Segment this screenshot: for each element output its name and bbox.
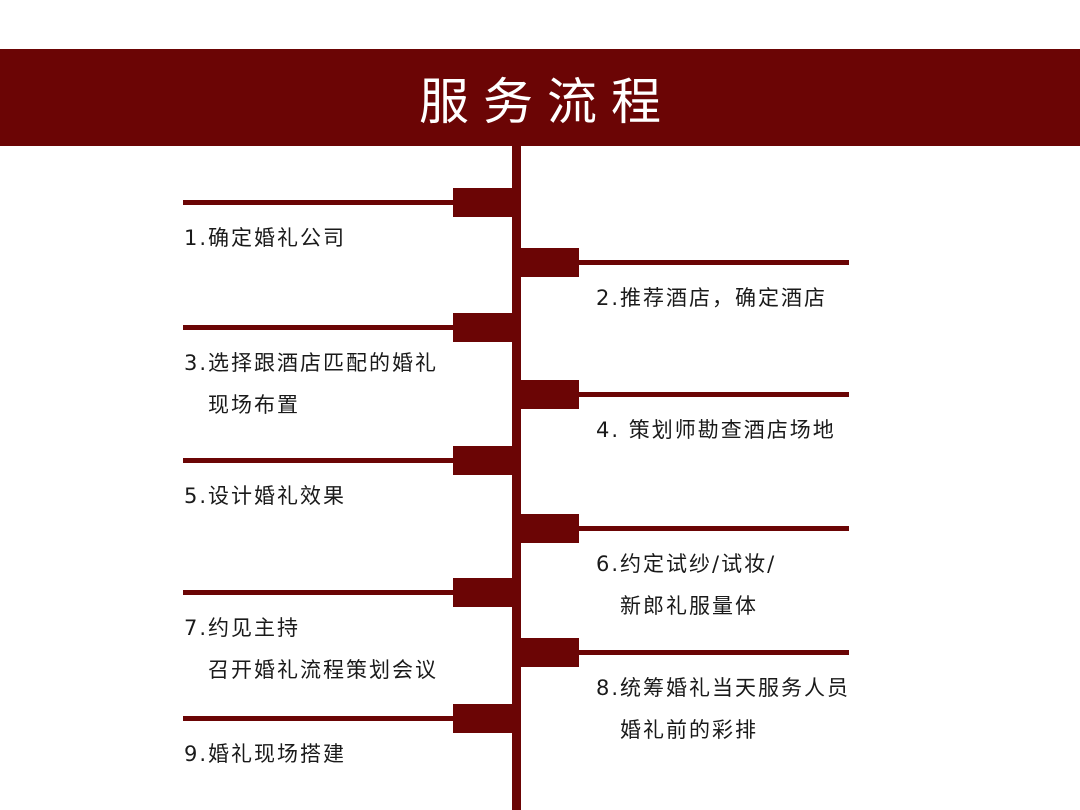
step-label-8: 8.统筹婚礼当天服务人员婚礼前的彩排	[596, 667, 850, 751]
step-connector-8	[520, 650, 849, 655]
step-marker-3	[453, 313, 513, 342]
title-banner: 服务流程	[0, 49, 1080, 146]
step-label-6: 6.约定试纱/试妆/新郎礼服量体	[596, 543, 776, 627]
step-connector-4	[520, 392, 849, 397]
step-label-line: 现场布置	[208, 393, 300, 417]
step-marker-4	[520, 380, 579, 409]
step-label-line: 3.选择跟酒店匹配的婚礼	[184, 351, 439, 375]
step-label-line: 婚礼前的彩排	[620, 718, 758, 742]
step-label-5: 5.设计婚礼效果	[184, 475, 346, 517]
step-connector-3	[183, 325, 513, 330]
step-marker-6	[520, 514, 579, 543]
step-label-line: 1.确定婚礼公司	[184, 226, 347, 250]
step-marker-7	[453, 578, 513, 607]
step-label-4: 4. 策划师勘查酒店场地	[596, 409, 836, 451]
step-connector-9	[183, 716, 513, 721]
step-label-line: 7.约见主持	[184, 616, 301, 640]
step-label-9: 9.婚礼现场搭建	[184, 733, 346, 775]
step-marker-2	[520, 248, 579, 277]
step-label-line: 召开婚礼流程策划会议	[208, 658, 438, 682]
page-title: 服务流程	[419, 72, 675, 131]
step-label-line: 4. 策划师勘查酒店场地	[596, 418, 836, 442]
step-connector-7	[183, 590, 513, 595]
step-label-7: 7.约见主持召开婚礼流程策划会议	[184, 607, 438, 691]
step-label-line: 6.约定试纱/试妆/	[596, 552, 777, 576]
timeline-spine	[512, 146, 521, 810]
step-marker-9	[453, 704, 513, 733]
step-connector-1	[183, 200, 513, 205]
step-connector-5	[183, 458, 513, 463]
step-label-1: 1.确定婚礼公司	[184, 217, 346, 259]
step-label-line: 5.设计婚礼效果	[184, 484, 347, 508]
step-marker-1	[453, 188, 513, 217]
step-marker-8	[520, 638, 579, 667]
step-label-line: 8.统筹婚礼当天服务人员	[596, 676, 851, 700]
step-label-line: 新郎礼服量体	[620, 594, 758, 618]
step-marker-5	[453, 446, 513, 475]
step-label-line: 9.婚礼现场搭建	[184, 742, 347, 766]
step-connector-6	[520, 526, 849, 531]
step-connector-2	[520, 260, 849, 265]
step-label-3: 3.选择跟酒店匹配的婚礼现场布置	[184, 342, 438, 426]
step-label-line: 2.推荐酒店，确定酒店	[596, 286, 828, 310]
step-label-2: 2.推荐酒店，确定酒店	[596, 277, 827, 319]
